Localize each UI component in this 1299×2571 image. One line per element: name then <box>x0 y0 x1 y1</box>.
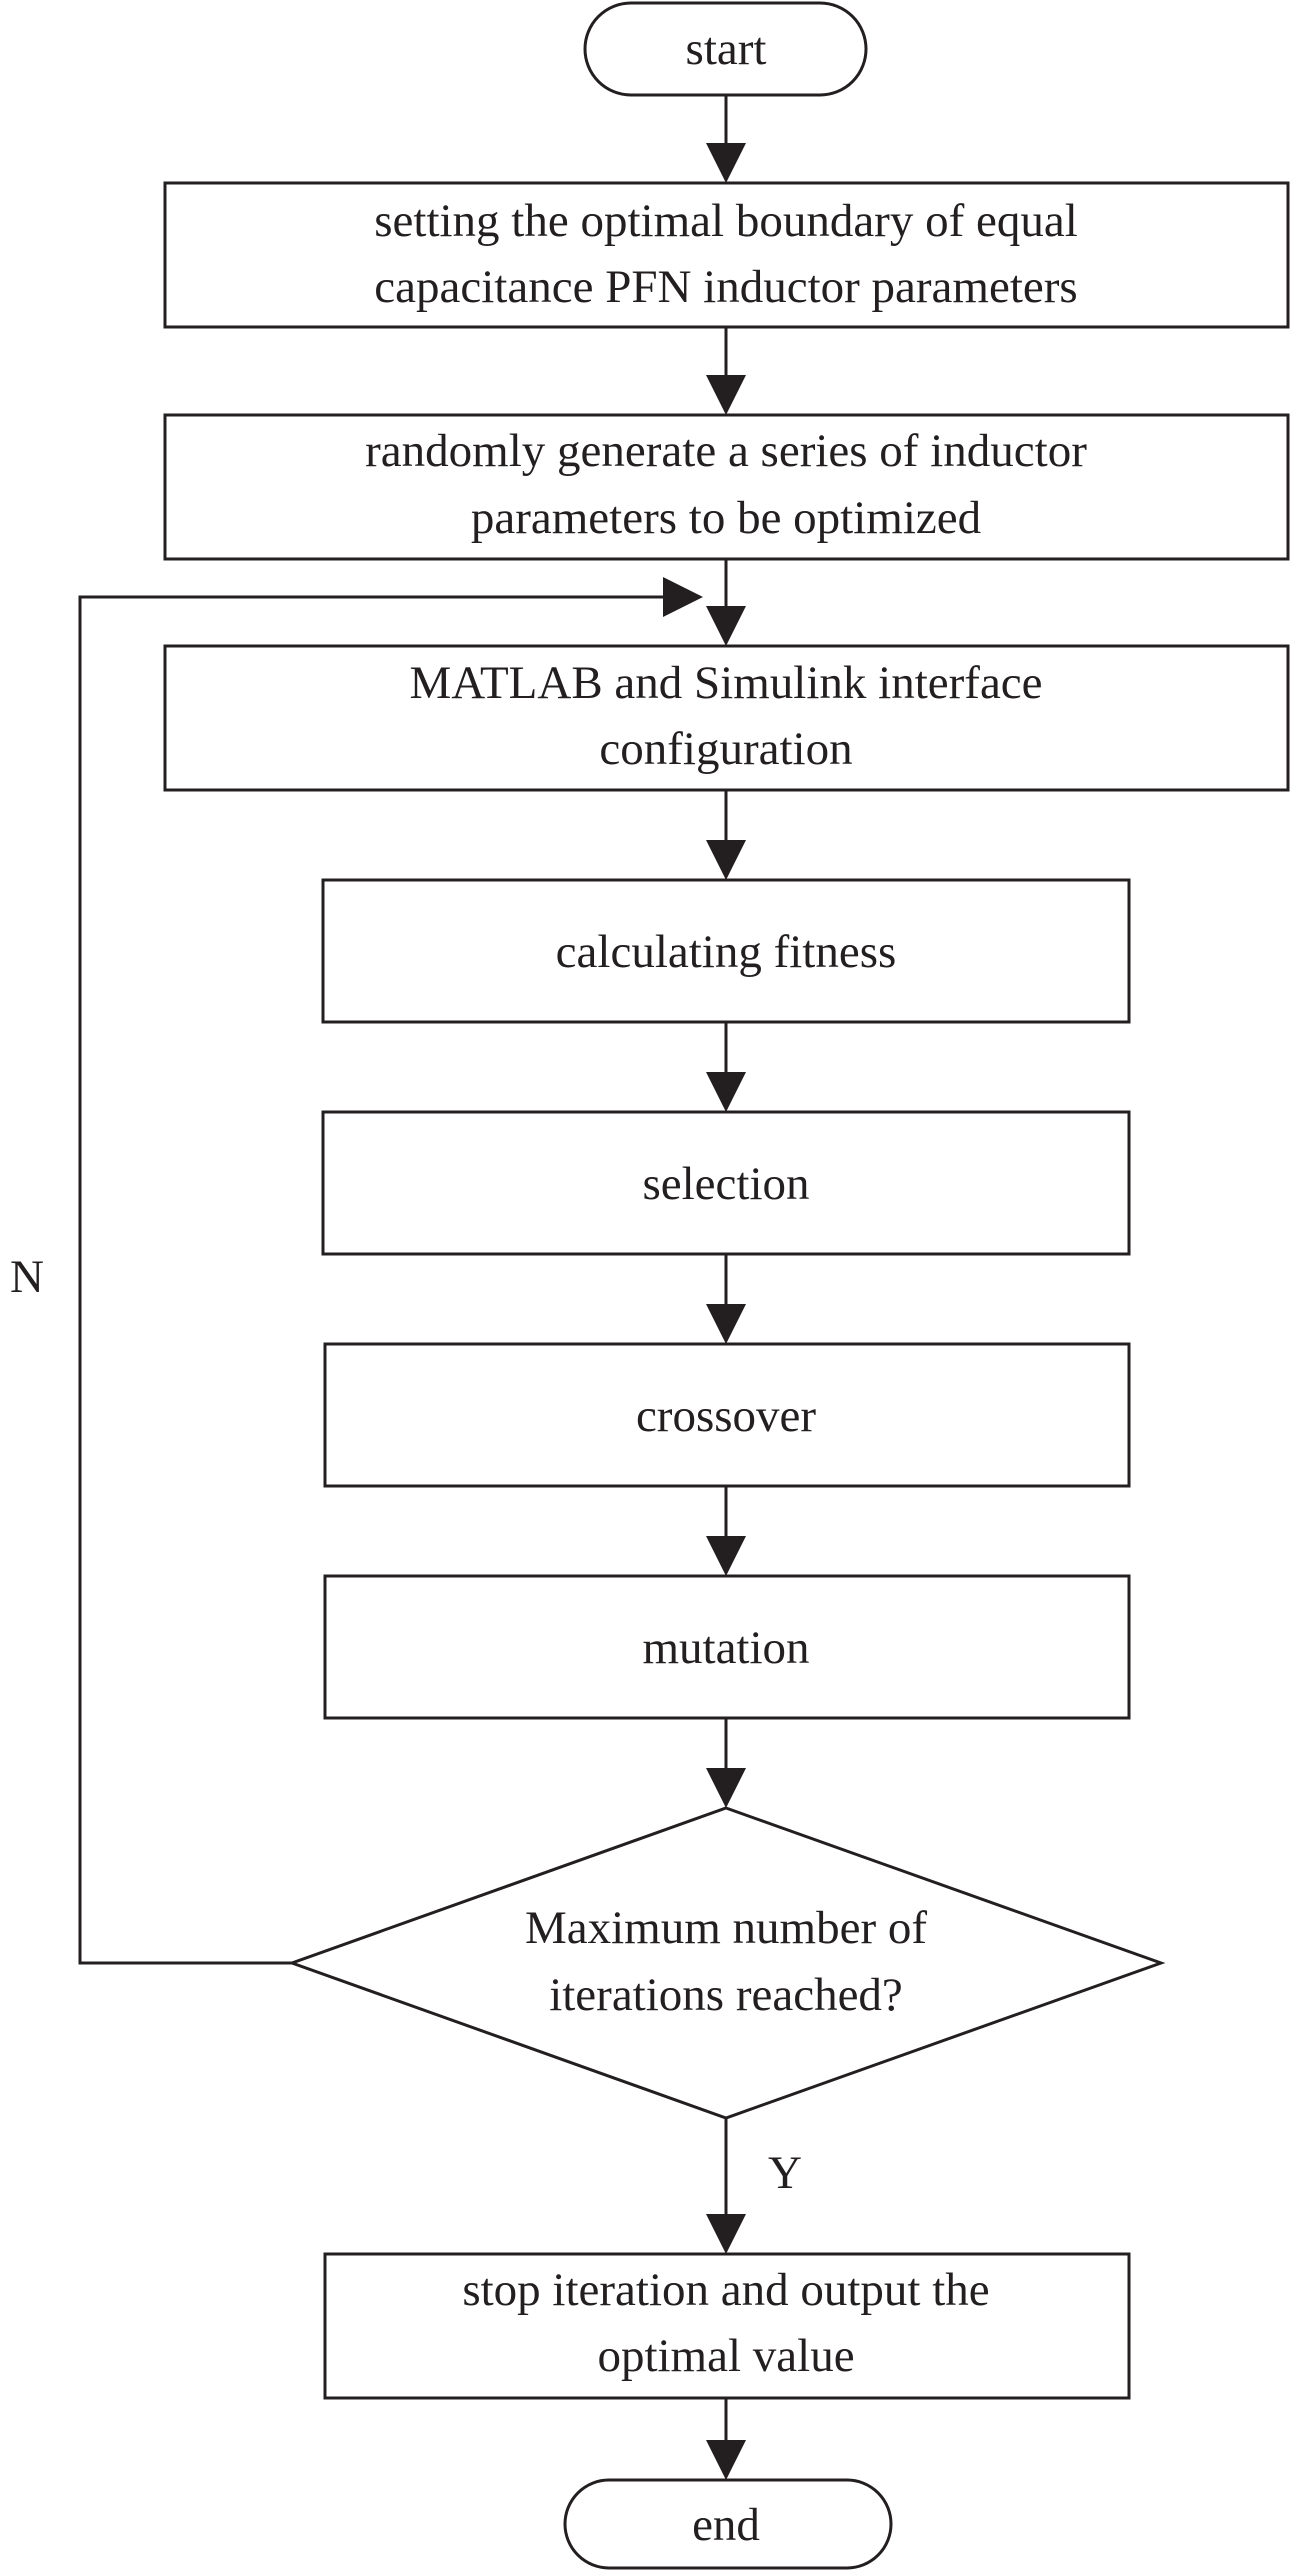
connectors <box>78 95 746 2480</box>
mutation-box <box>323 1574 1131 1720</box>
random-generate-label-line2: parameters to be optimized <box>471 492 981 544</box>
set-boundary-box <box>163 181 1290 329</box>
arrowhead <box>706 606 746 646</box>
set-boundary-label-line1: setting the optimal boundary of equal <box>374 195 1078 247</box>
output-box <box>323 2252 1131 2400</box>
interface-config-process: MATLAB and Simulink interface configurat… <box>163 644 1290 792</box>
selection-label: selection <box>642 1158 809 1210</box>
arrowhead <box>706 1768 746 1808</box>
start-node: start <box>583 1 868 97</box>
arrowhead <box>706 1536 746 1576</box>
set-boundary-label-line2: capacitance PFN inductor parameters <box>374 261 1077 313</box>
arrowhead <box>706 375 746 415</box>
random-generate-label-line1: randomly generate a series of inductor <box>365 425 1087 477</box>
decision-label-line2: iterations reached? <box>549 1969 903 2021</box>
fitness-label: calculating fitness <box>556 926 897 978</box>
interface-config-label-line2: configuration <box>599 723 852 775</box>
arrowhead <box>706 1304 746 1344</box>
edge-label-yes: Y <box>768 2147 802 2199</box>
arrowhead <box>706 1072 746 1112</box>
fitness-process: calculating fitness <box>321 878 1131 1024</box>
random-generate-box <box>163 413 1290 561</box>
output-process: stop iteration and output the optimal va… <box>323 2252 1131 2400</box>
output-label-line1: stop iteration and output the <box>462 2264 989 2316</box>
end-terminal <box>563 2478 893 2570</box>
edge-label-no: N <box>10 1251 44 1303</box>
crossover-process: crossover <box>323 1342 1131 1488</box>
set-boundary-process: setting the optimal boundary of equal ca… <box>163 181 1290 329</box>
decision-diamond <box>287 1806 1166 2120</box>
edge-decision-no-loop <box>78 595 665 1965</box>
start-label: start <box>686 23 767 75</box>
selection-process: selection <box>321 1110 1131 1256</box>
crossover-label: crossover <box>636 1390 816 1442</box>
crossover-box <box>323 1342 1131 1488</box>
interface-config-label-line1: MATLAB and Simulink interface <box>409 657 1042 709</box>
selection-box <box>321 1110 1131 1256</box>
decision-label-line1: Maximum number of <box>525 1902 927 1954</box>
mutation-process: mutation <box>323 1574 1131 1720</box>
interface-config-box <box>163 644 1290 792</box>
arrowhead <box>706 2440 746 2480</box>
fitness-box <box>321 878 1131 1024</box>
random-generate-process: randomly generate a series of inductor p… <box>163 413 1290 561</box>
output-label-line2: optimal value <box>597 2330 854 2382</box>
arrowhead <box>706 840 746 880</box>
arrowhead <box>663 577 703 617</box>
end-label: end <box>692 2499 760 2551</box>
arrowhead <box>706 143 746 183</box>
end-node: end <box>563 2478 893 2570</box>
mutation-label: mutation <box>642 1622 809 1674</box>
arrowhead <box>706 2214 746 2254</box>
start-terminal <box>583 1 868 97</box>
decision-node: Maximum number of iterations reached? <box>287 1806 1166 2120</box>
